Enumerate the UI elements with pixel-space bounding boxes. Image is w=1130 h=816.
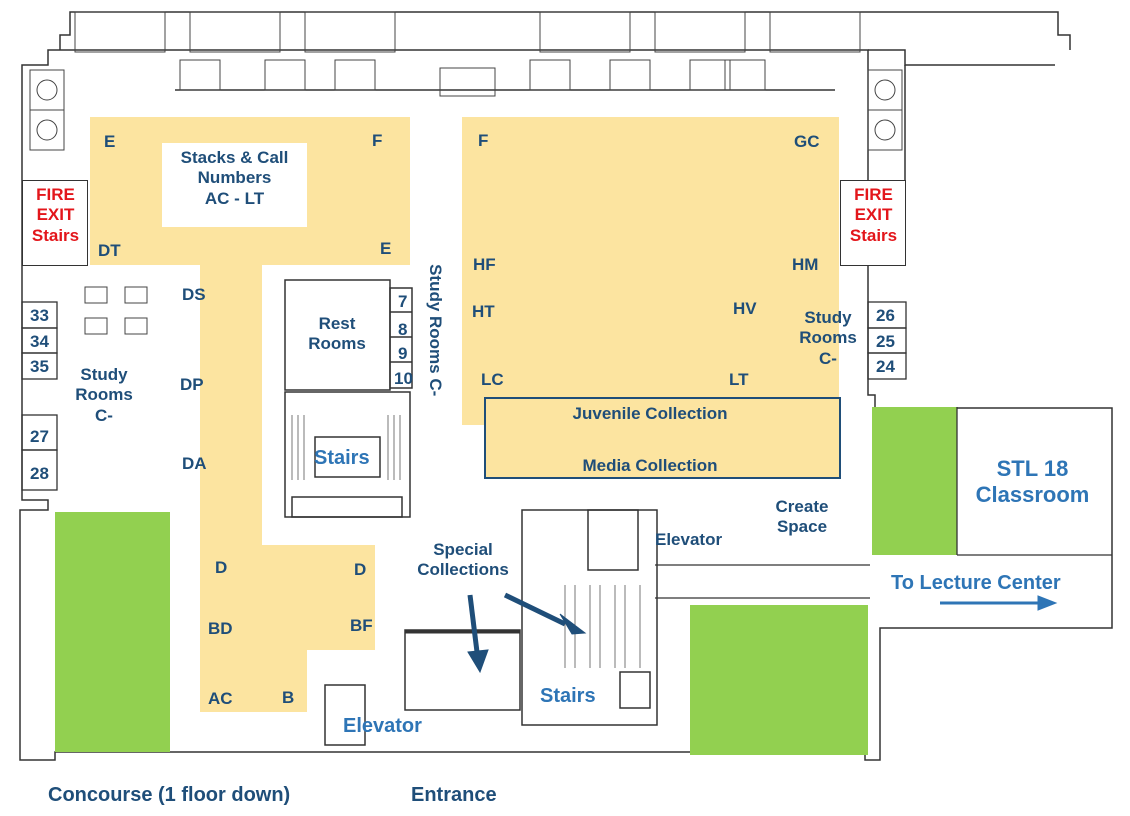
juvenile-media-border: [484, 397, 841, 479]
study-rooms-east-label: Study Rooms C-: [799, 308, 857, 368]
stairs-south-label: Stairs: [540, 685, 596, 707]
marker-f-1: F: [372, 131, 383, 150]
corridor-lines: [655, 407, 1112, 599]
stair-treads: [291, 415, 401, 480]
create-space-label: Create Space: [775, 497, 829, 537]
fire-exit-west: [22, 180, 88, 266]
marker-da: DA: [182, 454, 207, 473]
west-study-tables: [84, 286, 148, 335]
east-room-26: 26: [876, 306, 895, 325]
center-room-9: 9: [398, 344, 408, 363]
marker-hv: HV: [733, 299, 757, 318]
marker-ds: DS: [182, 285, 206, 304]
juvenile-media-area: [485, 398, 840, 478]
stacks-heading-panel: [162, 143, 307, 227]
center-room-7: 7: [398, 292, 408, 311]
center-room-10: 10: [394, 369, 413, 388]
green-south-east: [690, 605, 868, 755]
green-east: [872, 407, 957, 555]
marker-lc: LC: [481, 370, 504, 389]
marker-bf: BF: [350, 616, 373, 635]
study-rooms-west-label: Study Rooms C-: [75, 365, 133, 425]
stacks-areas: [90, 117, 840, 712]
center-core: [284, 279, 413, 518]
east-room-25: 25: [876, 332, 895, 351]
marker-hm: HM: [792, 255, 819, 274]
marker-b: B: [282, 688, 295, 707]
west-room-28: 28: [30, 464, 49, 483]
marker-lt: LT: [729, 370, 749, 389]
south-rooms: [324, 509, 658, 746]
marker-d-1: D: [215, 558, 228, 577]
media-collection-label: Media Collection: [582, 456, 718, 475]
marker-hf: HF: [473, 255, 496, 274]
stairs-center-label: Stairs: [314, 447, 370, 469]
center-room-8: 8: [398, 320, 408, 339]
special-collections-label: Special Collections: [417, 540, 509, 580]
west-room-33: 33: [30, 306, 49, 325]
top-carrels: [74, 11, 861, 97]
concourse-label: Concourse (1 floor down): [48, 784, 291, 806]
west-room-35: 35: [30, 357, 49, 376]
elevator-south-label: Elevator: [343, 715, 422, 737]
west-room-27: 27: [30, 427, 49, 446]
juvenile-collection-label: Juvenile Collection: [572, 404, 728, 423]
rest-rooms-label: Rest Rooms: [308, 314, 366, 354]
stl18-classroom-label: STL 18 Classroom: [975, 456, 1090, 508]
stacks-west: [90, 117, 410, 712]
marker-gc: GC: [794, 132, 820, 151]
marker-bd: BD: [208, 619, 233, 638]
marker-f-2: F: [478, 131, 489, 150]
stacks-east: [462, 117, 839, 425]
west-study-room-boxes: [21, 301, 58, 491]
fire-exit-west-label: FIRE EXIT Stairs: [31, 185, 80, 245]
west-columns: [29, 69, 903, 151]
fire-exit-east: [840, 180, 906, 266]
east-room-24: 24: [876, 357, 895, 376]
west-room-34: 34: [30, 332, 49, 351]
entrance-label: Entrance: [411, 784, 497, 806]
green-west: [55, 512, 170, 752]
elevator-east-label: Elevator: [655, 530, 723, 549]
stacks-heading: Stacks & Call Numbers AC - LT: [180, 148, 289, 208]
special-collections-arrows: [467, 592, 587, 674]
to-lecture-center-label: To Lecture Center: [891, 572, 1061, 594]
study-rooms-center-label: Study Rooms C-: [426, 264, 446, 397]
lecture-center-arrow: [940, 595, 1058, 611]
marker-dp: DP: [180, 375, 204, 394]
marker-e-2: E: [380, 239, 392, 258]
green-areas: [55, 407, 957, 755]
east-study-room-boxes: [867, 301, 907, 380]
marker-dt: DT: [98, 241, 121, 260]
marker-d-2: D: [354, 560, 367, 579]
marker-ac: AC: [208, 689, 233, 708]
fire-exit-east-label: FIRE EXIT Stairs: [849, 185, 898, 245]
marker-e-1: E: [104, 132, 116, 151]
marker-ht: HT: [472, 302, 495, 321]
